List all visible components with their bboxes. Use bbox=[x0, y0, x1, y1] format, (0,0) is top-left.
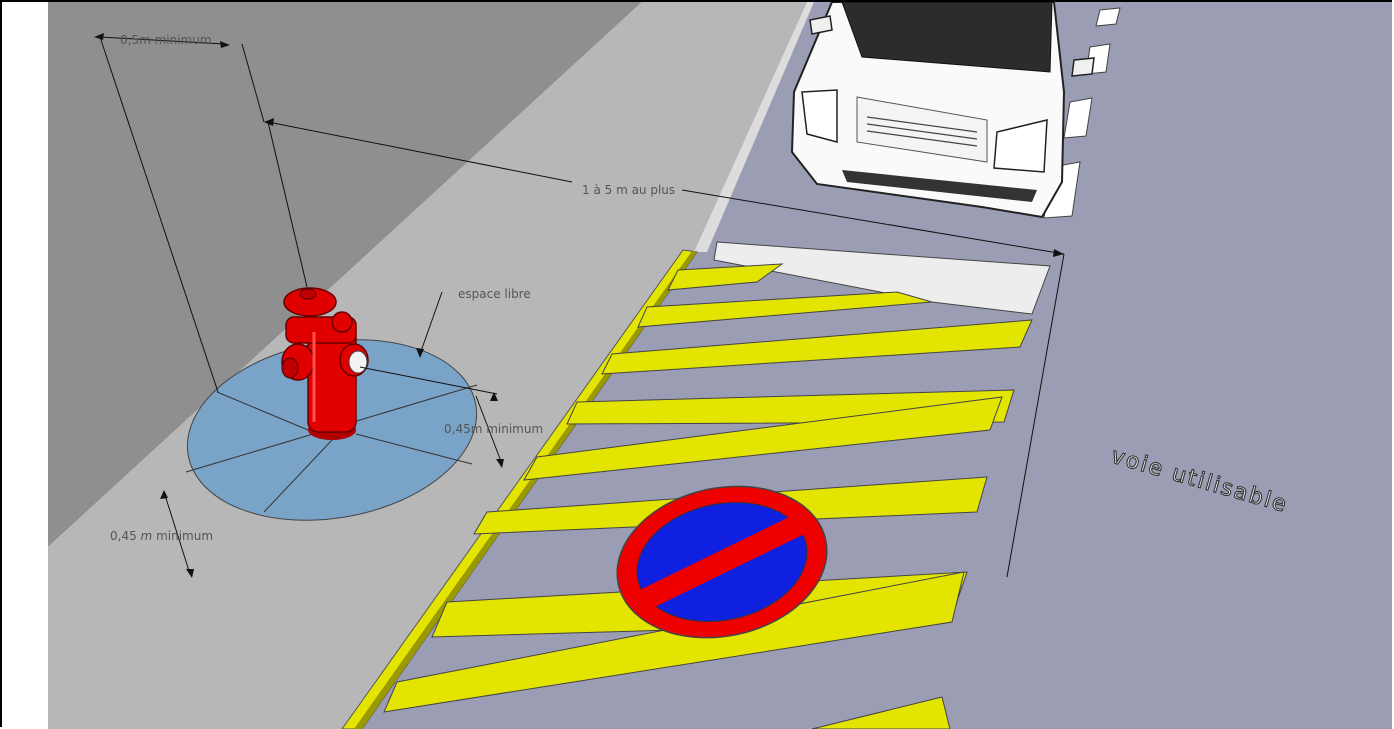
car-icon bbox=[790, 2, 1095, 219]
label-free-space: espace libre bbox=[458, 287, 531, 301]
label-clearance-left-num: 0,45 bbox=[110, 529, 141, 543]
zone-radius-line bbox=[263, 439, 333, 513]
hatch-stripe bbox=[523, 396, 1003, 481]
hatch-stripe bbox=[601, 319, 1033, 375]
zone-radius-line bbox=[355, 433, 473, 465]
hatch-stripe bbox=[811, 696, 951, 729]
label-clearance-left-unit: m bbox=[141, 529, 153, 543]
label-clearance-top: 0,5m minimum bbox=[120, 33, 212, 47]
label-clearance-left-word: minimum bbox=[152, 529, 213, 543]
hatch-stripe bbox=[667, 263, 784, 291]
label-clearance-right: 0,45m minimum bbox=[444, 422, 543, 436]
hatch-stripe bbox=[637, 291, 933, 328]
label-clearance-left: 0,45 m minimum bbox=[110, 529, 213, 543]
white-marking bbox=[713, 241, 1051, 315]
curb-edge bbox=[694, 2, 814, 252]
label-distance: 1 à 5 m au plus bbox=[582, 183, 675, 197]
dimension-lines bbox=[99, 36, 1065, 578]
dimension-arrows bbox=[94, 33, 1064, 578]
no-parking-icon bbox=[616, 485, 828, 639]
fire-hydrant-icon bbox=[281, 287, 369, 440]
